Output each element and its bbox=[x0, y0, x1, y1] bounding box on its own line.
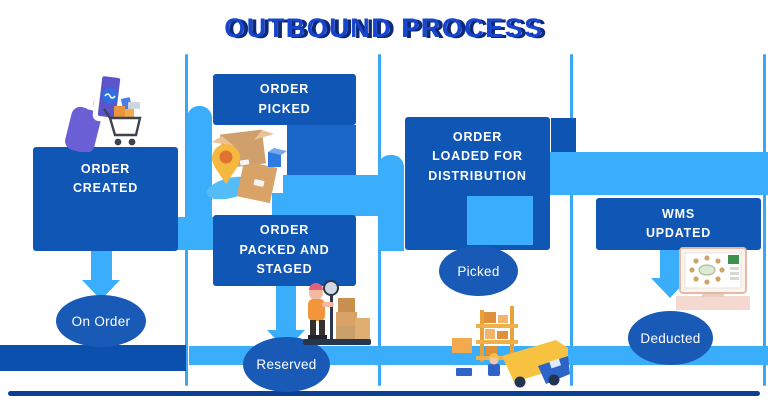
stage-box-label-line: STAGED bbox=[256, 262, 313, 277]
truck-loading-illustration bbox=[450, 298, 572, 392]
status-label: Deducted bbox=[640, 330, 701, 346]
status-ellipse-on-order: On Order bbox=[56, 295, 146, 347]
stage-box-label-line: DISTRIBUTION bbox=[428, 168, 527, 183]
stage-box-label-line: UPDATED bbox=[645, 226, 712, 240]
laptop-dashboard-illustration bbox=[672, 246, 754, 312]
stage-box-order-picked: ORDER PICKED bbox=[213, 74, 356, 125]
stage-box-label-line: ORDER bbox=[452, 130, 503, 144]
flow-pipe-1 bbox=[187, 106, 212, 250]
status-label: On Order bbox=[71, 313, 131, 329]
worker-packing-illustration bbox=[300, 278, 375, 348]
stage-box-label-line: ORDER bbox=[259, 82, 310, 97]
boxes-location-pin-illustration bbox=[200, 124, 292, 216]
status-ellipse-deducted: Deducted bbox=[628, 311, 713, 365]
column-divider-3 bbox=[570, 54, 573, 386]
flow-pipe-2 bbox=[378, 155, 404, 251]
status-label: Picked bbox=[457, 263, 500, 279]
bottom-baseline bbox=[8, 391, 760, 396]
stage-box-wms-updated: WMS UPDATED bbox=[596, 198, 761, 250]
stage-box-label-line: PICKED bbox=[258, 101, 311, 116]
bottom-band-dark bbox=[0, 345, 186, 371]
stage-box-label-line: ORDER bbox=[259, 223, 310, 238]
flow-connector-band-2 bbox=[283, 175, 380, 216]
panel-under-order-picked bbox=[287, 125, 356, 176]
bottom-band-light bbox=[189, 346, 768, 365]
column-divider-4 bbox=[763, 54, 766, 386]
flow-connector-band-3 bbox=[550, 152, 768, 195]
stage-box-label-line: LOADED FOR bbox=[432, 149, 523, 164]
flow-elbow-loaded-overlay bbox=[467, 196, 533, 245]
stage-box-order-packed: ORDER PACKED AND STAGED bbox=[213, 215, 356, 286]
status-ellipse-picked: Picked bbox=[439, 246, 518, 296]
status-ellipse-reserved: Reserved bbox=[243, 337, 330, 392]
hand-phone-cart-illustration bbox=[62, 58, 148, 152]
down-arrow-reserved bbox=[276, 286, 296, 334]
stage-box-order-created: ORDER CREATED bbox=[33, 147, 178, 251]
stage-box-label-line: ORDER bbox=[80, 162, 131, 176]
stage-box-label-line: WMS bbox=[662, 206, 695, 221]
stage-box-label-line: PACKED AND bbox=[239, 242, 330, 257]
down-arrow-deducted bbox=[660, 250, 680, 282]
status-label: Reserved bbox=[256, 357, 317, 372]
stage-box-label-line: CREATED bbox=[72, 181, 139, 196]
diagram-title: OUTBOUND PROCESS bbox=[224, 13, 544, 43]
